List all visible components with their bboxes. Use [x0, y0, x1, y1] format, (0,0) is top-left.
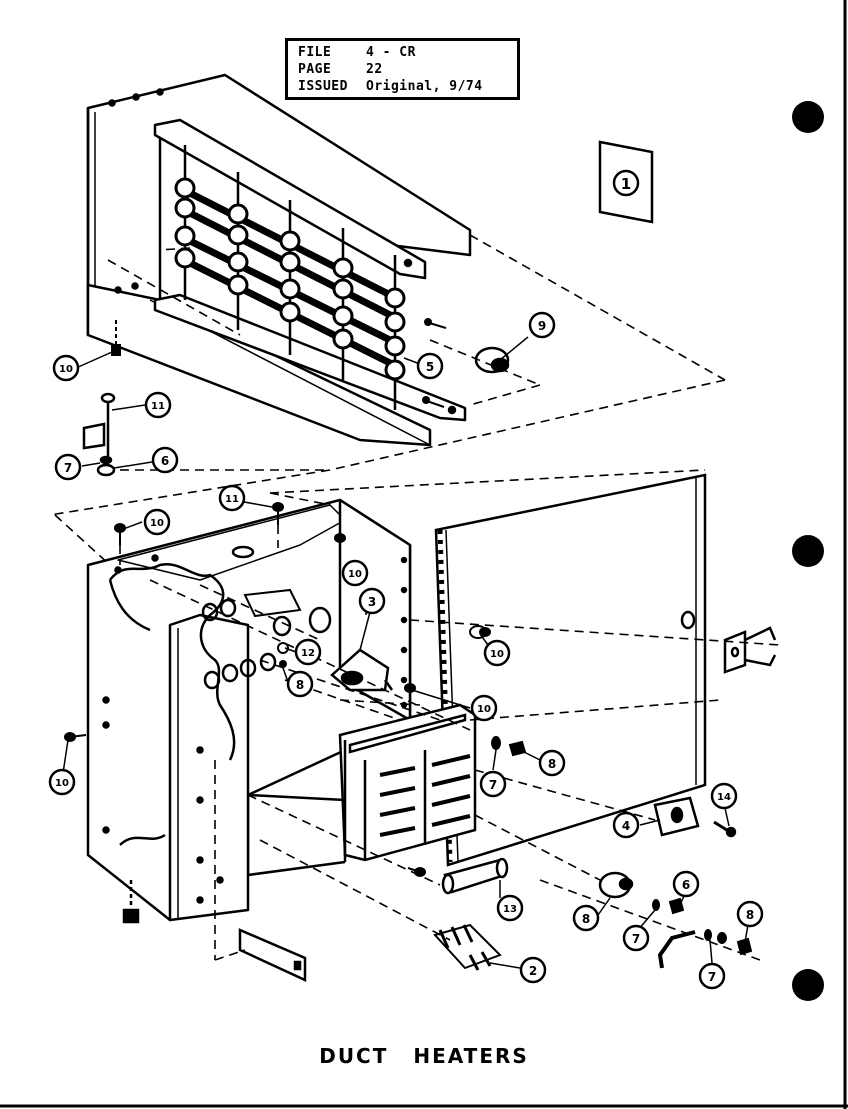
- callout-label: 12: [301, 648, 315, 659]
- callout-c13: 8: [286, 670, 314, 698]
- fuse: [441, 857, 509, 895]
- heater-element-frame: [86, 73, 472, 447]
- callout-c22: 8: [572, 904, 600, 932]
- callout-c20: 13: [496, 894, 524, 922]
- file-info-box: FILE 4 - CR PAGE 22 ISSUED Original, 9/74: [285, 38, 520, 100]
- contactor: [433, 923, 502, 971]
- callout-c4: 11: [144, 391, 172, 419]
- binder-hole-bottom: [792, 969, 824, 1001]
- page-row: PAGE 22: [298, 62, 383, 77]
- callout-label: 10: [477, 704, 491, 715]
- callout-label: 2: [529, 964, 537, 978]
- figure-number-box: 1: [598, 140, 654, 224]
- callout-c25: 7: [698, 962, 726, 990]
- terminal-block: [338, 703, 477, 862]
- callout-label: 5: [426, 360, 434, 374]
- callout-c23: 7: [622, 924, 650, 952]
- callout-c6: 6: [151, 446, 179, 474]
- callout-c1: 9: [528, 311, 556, 339]
- callout-label: 10: [348, 569, 362, 580]
- relay-switch: [653, 796, 737, 838]
- callout-c3: 10: [52, 354, 80, 382]
- callout-c15: 7: [479, 770, 507, 798]
- callout-c2: 5: [416, 352, 444, 380]
- thermal-limit-switch: [474, 336, 529, 374]
- callout-label: 7: [64, 461, 72, 475]
- frame-screws: [111, 318, 447, 408]
- callout-label: 8: [548, 757, 556, 771]
- callout-label: 14: [717, 792, 731, 803]
- file-label: FILE: [298, 45, 332, 60]
- binder-hole-middle: [792, 535, 824, 567]
- hardware-chain: [652, 897, 753, 969]
- callout-label: 9: [538, 319, 546, 333]
- callout-c21: 6: [672, 870, 700, 898]
- figure-number: 1: [621, 175, 631, 193]
- issued-value: Original, 9/74: [366, 79, 483, 94]
- callout-c14: 10: [470, 694, 498, 722]
- washer-nut-set: [491, 736, 527, 757]
- cutaway-edge-lower: [119, 833, 166, 846]
- page-label: PAGE: [298, 62, 332, 77]
- cutaway-edge: [109, 562, 236, 761]
- callout-c9: 10: [341, 559, 369, 587]
- callout-c5: 7: [54, 453, 82, 481]
- callout-c24: 8: [736, 900, 764, 928]
- callout-label: 6: [682, 878, 690, 892]
- binder-hole-top: [792, 101, 824, 133]
- callout-label: 7: [708, 970, 716, 984]
- callout-label: 7: [632, 932, 640, 946]
- limit-control: [330, 611, 394, 692]
- callout-c8: 10: [143, 508, 171, 536]
- callout-label: 11: [225, 494, 239, 505]
- callout-label: 10: [490, 649, 504, 660]
- mounting-bracket: [82, 392, 116, 477]
- callout-c7: 11: [218, 484, 246, 512]
- callout-label: 7: [489, 778, 497, 792]
- coil-insulators: [174, 177, 406, 381]
- callout-label: 8: [582, 912, 590, 926]
- callout-label: 11: [151, 401, 165, 412]
- callout-c26: 2: [519, 956, 547, 984]
- callout-label: 10: [55, 778, 69, 789]
- callout-label: 6: [161, 454, 169, 468]
- callout-c11: 10: [483, 639, 511, 667]
- callout-label: 4: [622, 819, 630, 833]
- callout-label: 10: [59, 364, 73, 375]
- page-value: 22: [366, 62, 383, 77]
- callout-c18: 4: [612, 811, 640, 839]
- callout-c12: 12: [294, 638, 322, 666]
- file-row: FILE 4 - CR: [298, 45, 416, 60]
- callout-c10: 3: [358, 587, 386, 615]
- explosion-guide-lines-upper: [49, 234, 726, 516]
- callout-label: 13: [503, 904, 517, 915]
- callout-c16: 8: [538, 749, 566, 777]
- callout-c19: 14: [710, 782, 738, 810]
- cutaway-fold: [108, 579, 151, 632]
- bushing-cap: [598, 871, 634, 899]
- callouts: 9 5 10 11 7 6 11 10 10 3 10 12 8 10 7 8 …: [48, 311, 764, 990]
- callout-c17: 10: [48, 768, 76, 796]
- diagram-title: DUCT HEATERS: [319, 1044, 529, 1068]
- control-box-housing: [86, 498, 412, 922]
- issued-label: ISSUED: [298, 79, 348, 94]
- grommet-and-nut: [243, 588, 302, 668]
- latch-bracket: [723, 626, 777, 674]
- callout-label: 10: [150, 518, 164, 529]
- file-value: 4 - CR: [366, 45, 416, 60]
- bottom-bracket: [122, 880, 307, 982]
- callout-label: 3: [368, 595, 376, 609]
- callout-label: 8: [296, 678, 304, 692]
- callout-label: 8: [746, 908, 754, 922]
- issued-row: ISSUED Original, 9/74: [298, 79, 483, 94]
